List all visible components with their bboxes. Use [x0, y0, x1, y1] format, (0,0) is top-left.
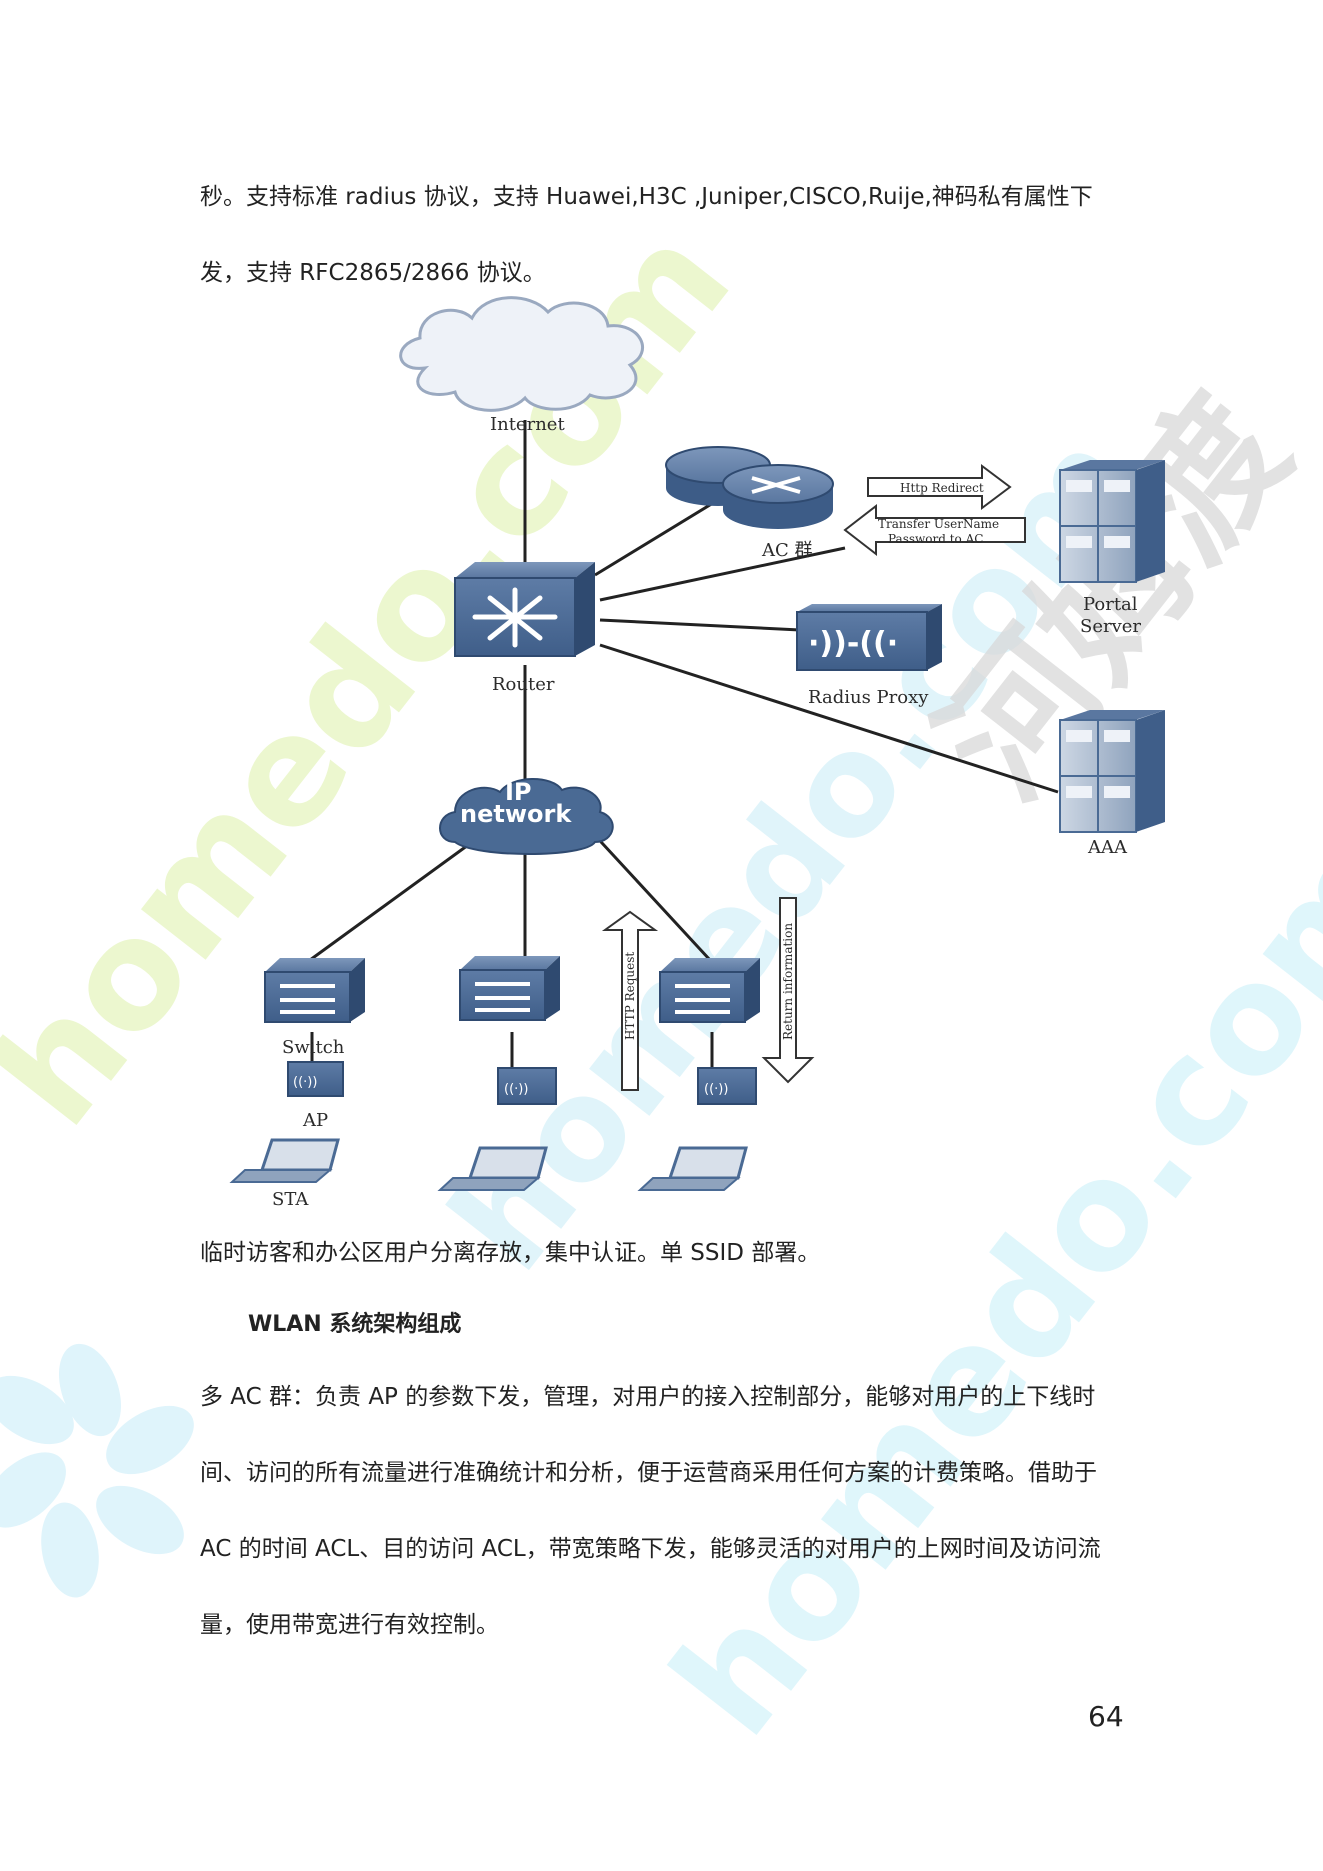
paragraph-line: 发，支持 RFC2865/2866 协议。: [200, 260, 546, 286]
radius-proxy-icon: ·))-((·: [796, 604, 942, 671]
laptop-icon-1: [229, 1138, 340, 1183]
svg-text:((·)): ((·)): [293, 1075, 317, 1090]
label-return-information: Return information: [781, 923, 795, 1040]
paragraph-line: 间、访问的所有流量进行准确统计和分析，便于运营商采用任何方案的计费策略。借助于: [200, 1460, 1097, 1486]
watermark-flower-logo: [0, 1343, 194, 1598]
label-sta: STA: [272, 1189, 309, 1210]
label-router: Router: [492, 674, 555, 695]
return-information-arrow: [761, 897, 815, 1084]
paragraph-line: 秒。支持标准 radius 协议，支持 Huawei,H3C ,Juniper,…: [200, 184, 1093, 210]
svg-text:((·)): ((·)): [504, 1082, 528, 1097]
label-portal-line1: Portal: [1083, 594, 1138, 615]
router-icon: [454, 562, 595, 657]
portal-server-icon: [1059, 460, 1165, 583]
ap-icon-2: ((·)): [497, 1067, 557, 1105]
ap-icon-3: ((·)): [697, 1067, 757, 1105]
label-internet: Internet: [490, 414, 565, 435]
label-portal-line2: Server: [1080, 616, 1141, 637]
internet-cloud: [399, 296, 644, 412]
ap-icon-1: ((·)): [287, 1061, 344, 1097]
caption: 临时访客和办公区用户分离存放，集中认证。单 SSID 部署。: [200, 1240, 821, 1266]
section-heading: WLAN 系统架构组成: [248, 1312, 462, 1337]
paragraph-line: AC 的时间 ACL、目的访问 ACL，带宽策略下发，能够灵活的对用户的上网时间…: [200, 1536, 1101, 1562]
label-ap: AP: [302, 1110, 328, 1131]
label-radius-proxy: Radius Proxy: [808, 687, 929, 708]
paragraph-line: 多 AC 群：负责 AP 的参数下发，管理，对用户的接入控制部分，能够对用户的上…: [200, 1384, 1096, 1410]
label-transfer-line1: Transfer UserName: [878, 517, 999, 531]
svg-text:·))-((·: ·))-((·: [808, 626, 898, 661]
label-ac-group: AC 群: [761, 540, 813, 561]
http-redirect-arrow: [867, 464, 1012, 510]
label-switch: Switch: [282, 1037, 345, 1058]
svg-text:((·)): ((·)): [704, 1082, 728, 1097]
label-http-request: HTTP Request: [623, 952, 637, 1040]
label-transfer-line2: Password to AC: [888, 532, 983, 546]
transfer-arrow: [843, 503, 1026, 557]
http-request-arrow: [601, 910, 659, 1091]
ip-network-cloud: IP network: [439, 778, 614, 855]
aaa-server-icon: [1059, 710, 1165, 833]
page-number: 64: [1088, 1700, 1124, 1733]
laptop-icon-3: [637, 1146, 748, 1191]
switch-icon-2: [459, 956, 560, 1021]
paragraph-line: 量，使用带宽进行有效控制。: [200, 1612, 499, 1638]
ac-group-icon: [665, 446, 834, 529]
laptop-icon-2: [437, 1146, 548, 1191]
label-http-redirect: Http Redirect: [900, 481, 984, 495]
switch-icon-3: [659, 958, 760, 1023]
switch-icon-1: [264, 958, 365, 1023]
ip-label-line2: network: [460, 800, 572, 828]
ip-label-line1: IP: [505, 778, 532, 806]
label-aaa: AAA: [1087, 837, 1128, 858]
